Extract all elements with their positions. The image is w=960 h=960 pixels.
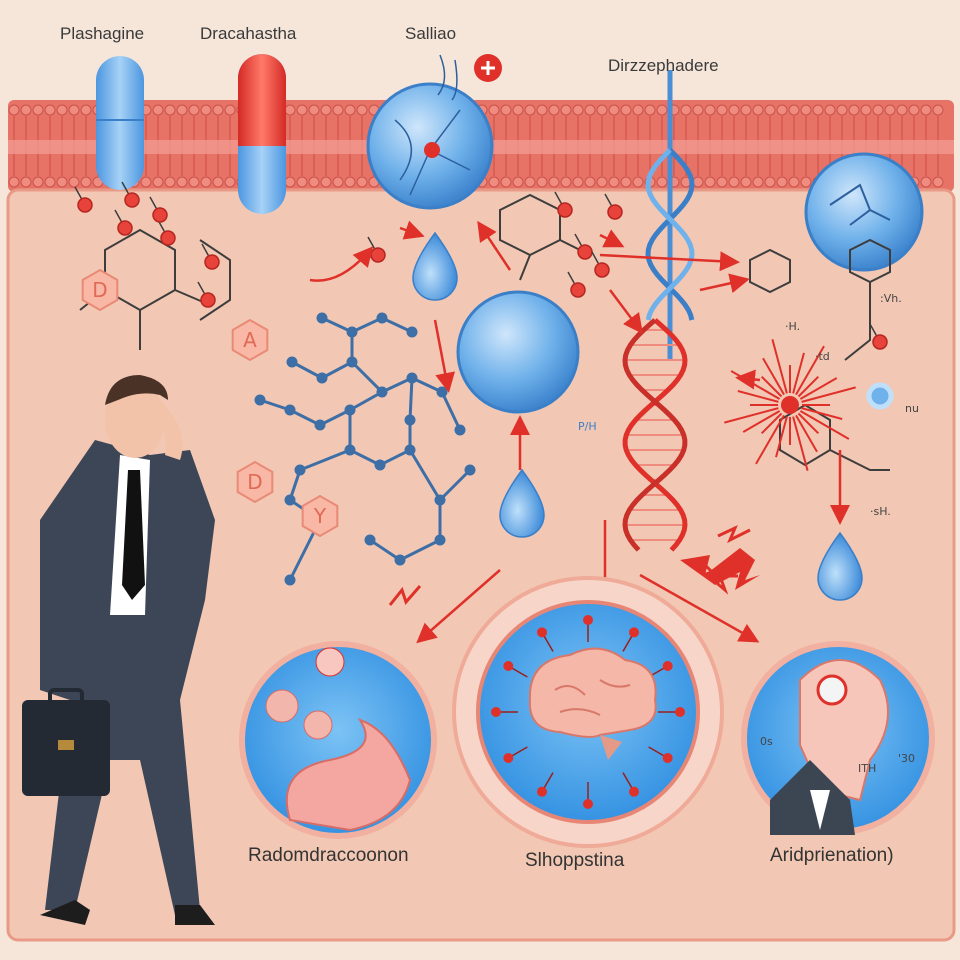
brain-icon (528, 647, 657, 760)
hex-badge: D (81, 268, 119, 312)
label-right-2: ·td (815, 350, 830, 363)
plus-icon (474, 54, 502, 82)
red-atoms (74, 181, 888, 350)
hex-badge-letter: A (243, 328, 257, 352)
label-right-4: nu (905, 402, 919, 415)
receptor-sphere-middle (456, 290, 580, 414)
reaction-burst (724, 339, 856, 471)
hex-badge-letter: D (247, 470, 262, 494)
label-dracahastha: Dracahastha (200, 24, 297, 43)
label-bottom-right: Aridprienation) (770, 845, 894, 866)
water-drop-icon (817, 531, 863, 601)
receptor-sphere-right (804, 152, 924, 272)
label-dirzzephadere: Dirzzephadere (608, 56, 719, 75)
briefcase-icon (22, 688, 110, 796)
label-right-5: ·sH. (870, 505, 891, 518)
label-right-3: :Vh. (880, 292, 902, 305)
receptor-sphere-top (366, 54, 494, 210)
label-circle-right-3: '30 (898, 752, 916, 765)
water-drop-icon (499, 468, 545, 538)
label-bottom-left: Radomdraccoonon (248, 845, 409, 866)
stomach-circle (239, 641, 437, 839)
hex-badge: Y (301, 494, 339, 538)
label-right-1: ·H. (785, 320, 801, 333)
hex-badge-letter: D (92, 278, 107, 302)
head-profile-circle (741, 641, 935, 835)
dna-helix-icon (622, 70, 695, 552)
hex-badge: D (236, 460, 274, 504)
red-blue-capsule-icon (238, 54, 286, 214)
molecule-structure-center (254, 312, 476, 586)
lightning-bolt-icon (680, 548, 760, 590)
hex-badge-letter: Y (313, 504, 327, 528)
hex-badge: A (231, 318, 269, 362)
glowing-atom (866, 382, 894, 410)
businessman-figure (40, 375, 215, 925)
water-drop-icon (412, 231, 458, 301)
label-salliao: Salliao (405, 24, 457, 43)
label-plashagine: Plashagine (60, 24, 145, 43)
label-ph: P/H (578, 420, 597, 433)
label-circle-right-1: 0s (760, 735, 773, 748)
label-circle-right-2: ITH (858, 762, 877, 775)
blue-capsule-icon (96, 56, 144, 190)
label-bottom-center: Slhoppstina (525, 850, 625, 871)
